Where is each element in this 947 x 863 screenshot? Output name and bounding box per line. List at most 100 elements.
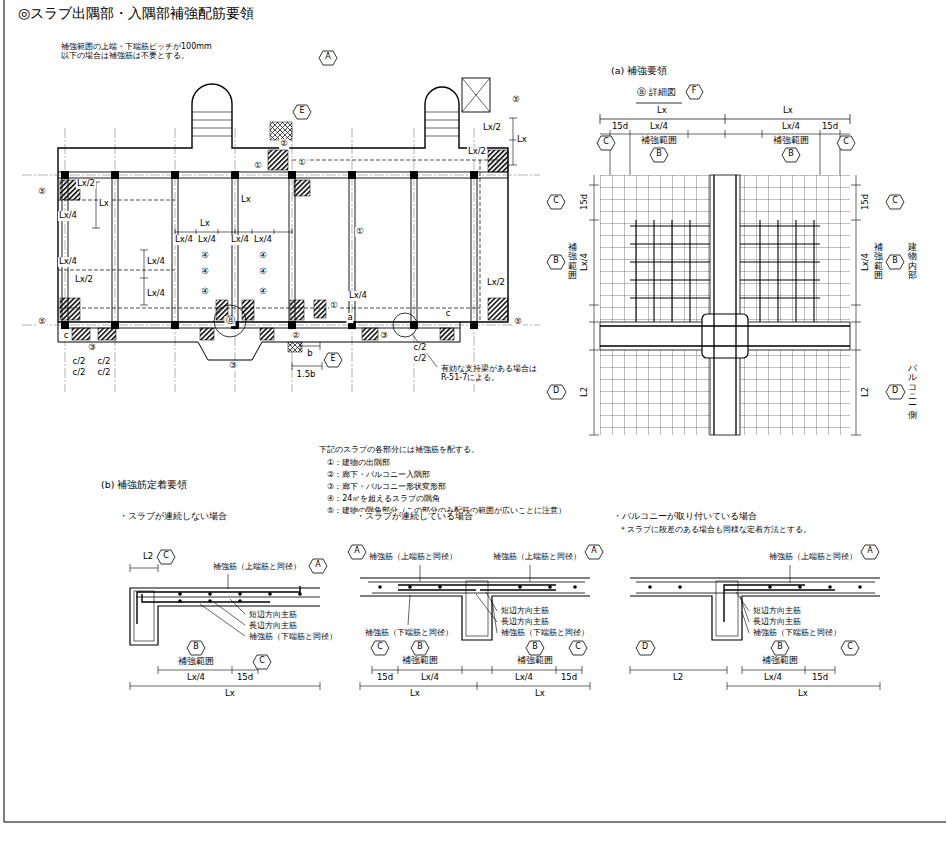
dimension-label: Lx — [782, 106, 794, 116]
bar-dot — [238, 592, 242, 596]
dimension-label: c/2 — [413, 354, 428, 364]
dimension-label: 15d — [236, 673, 254, 683]
dimension-label: Lx — [409, 689, 421, 699]
dimension-label: 15d — [861, 193, 871, 211]
dimension-line — [92, 118, 517, 370]
dimension-label: Lx/4 — [186, 673, 206, 683]
dimension-label: 15d — [560, 673, 578, 683]
grid-axis — [22, 128, 540, 392]
dimension-line — [600, 130, 850, 175]
note-text: (b) 補強筋定着要領 — [100, 480, 188, 491]
note-text: 補強範囲 — [177, 657, 215, 667]
dimension-label: Lx/4 — [763, 673, 783, 683]
note-text: 補強筋（上端筋と同径） — [212, 562, 302, 571]
dimension-line — [630, 666, 880, 690]
reinforcing-bar — [142, 594, 270, 602]
dimension-line — [130, 564, 320, 690]
dimension-label: Lx — [98, 199, 110, 209]
marker-hexagon: C — [841, 641, 859, 655]
bar-dot — [858, 585, 862, 589]
marker-letter: E — [298, 106, 306, 115]
marker-letter: B — [416, 642, 424, 651]
drawing-title: ◎スラブ出隅部・入隅部補強配筋要領 — [18, 4, 254, 22]
reinforced-zone — [200, 328, 214, 340]
note-text: ・バルコニーが取り付いている場合 — [612, 512, 758, 522]
bar-dot — [828, 585, 832, 589]
marker-hexagon: A — [309, 559, 327, 573]
leader-line — [200, 574, 245, 636]
bar-dot — [178, 599, 182, 603]
reinforced-zone — [362, 328, 378, 340]
marker-hexagon: F — [686, 85, 703, 99]
marker-outline — [650, 148, 668, 162]
dimension-label: 15d — [376, 673, 394, 683]
bar-dot — [798, 585, 802, 589]
sheet-frame — [4, 0, 946, 822]
column — [702, 314, 748, 358]
marker-hexagon: D — [547, 385, 566, 399]
floor-plan — [22, 78, 540, 392]
reinforced-zone — [72, 328, 90, 340]
marker-hexagon: B — [886, 255, 904, 269]
callout-number: ④ — [258, 267, 268, 277]
dimension-label: L2 — [672, 673, 684, 683]
dimension-label: Lx/4 — [861, 252, 871, 272]
bar-dot — [178, 592, 302, 603]
dimension-label: L2 — [580, 386, 590, 398]
marker-letter: C — [574, 642, 582, 651]
underline — [636, 103, 682, 104]
marker-outline — [187, 641, 205, 655]
note-text: 補強範囲 — [401, 656, 439, 666]
note-text: 補強範囲 — [640, 136, 678, 146]
marker-outline — [686, 85, 703, 99]
cross-hatched-zone — [270, 122, 302, 352]
bar-dot — [178, 592, 182, 596]
marker-letter: B — [552, 256, 560, 265]
dimension-label: Lx/4 — [514, 673, 534, 683]
reinforced-zone — [440, 328, 454, 340]
note-text: 補強筋（下端筋と同径） — [752, 628, 842, 637]
marker-hexagon: C — [371, 641, 389, 655]
bar-dot — [238, 599, 242, 603]
stirrup — [466, 581, 488, 636]
reinforced-zone — [314, 300, 326, 318]
note-text: ⓐ 詳細図 — [636, 88, 677, 98]
stair-treads — [192, 112, 459, 136]
note-text: ①：建物の出隅部 — [326, 458, 391, 467]
reinforced-zone — [290, 300, 304, 320]
note-text: 長辺方向主筋 — [248, 621, 298, 630]
main-bar — [136, 597, 320, 598]
building-outline — [58, 84, 508, 322]
dimension-label: Lx/4 — [146, 257, 166, 267]
dimension-label: 1.5b — [296, 370, 317, 380]
note-text: 長辺方向主筋 — [500, 617, 550, 626]
reinforcing-bar — [137, 586, 300, 624]
dimension-label: Lx — [240, 195, 252, 205]
reinforced-zone — [260, 328, 274, 340]
dimension-line — [851, 175, 861, 435]
dimension-label: Lx/4 — [781, 122, 801, 132]
dimension-label: a — [346, 313, 353, 323]
marker-hexagon: B — [411, 641, 429, 655]
marker-letter: A — [866, 546, 874, 555]
marker-letter: D — [641, 642, 650, 651]
dimension-label: Lx/4 — [230, 235, 250, 245]
marker-hexagon: A — [319, 51, 337, 65]
cross-hatched-zone — [270, 122, 292, 140]
bar-dot — [298, 592, 302, 596]
dimension-label: Lx/4 — [146, 289, 166, 299]
marker-hexagon: C — [837, 136, 855, 150]
marker-hexagon: B — [187, 641, 205, 655]
dimension-label: Lx — [516, 135, 528, 145]
note-text: 短辺方向主筋 — [752, 606, 802, 615]
note-text: 補強筋（上端筋と同径） — [368, 552, 458, 561]
marker-letter: C — [846, 642, 854, 651]
leader-line — [412, 334, 437, 367]
marker-outline — [309, 559, 327, 573]
main-bar — [368, 582, 585, 593]
reinforced-zone — [242, 300, 254, 320]
marker-letter: B — [787, 149, 795, 158]
marker-letter: C — [891, 196, 899, 205]
callout-number: ④ — [258, 251, 268, 261]
